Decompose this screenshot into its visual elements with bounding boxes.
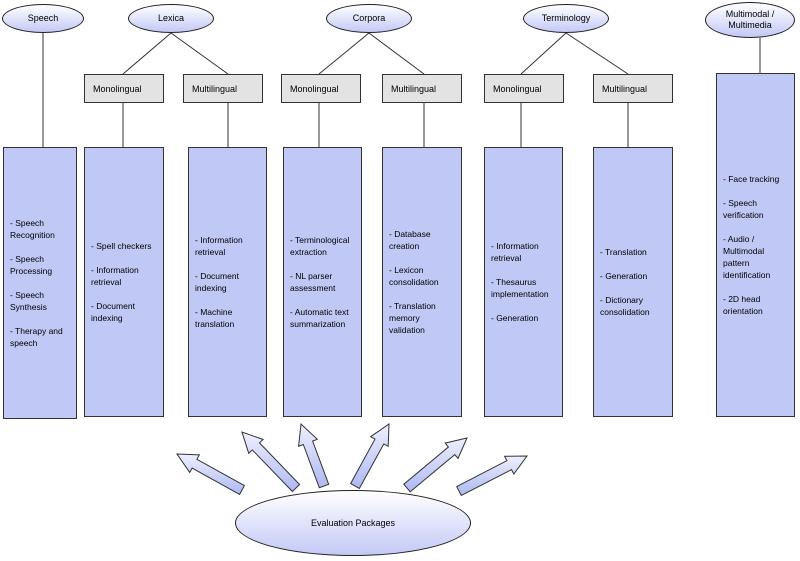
subhead-corpora-multilingual-label: Multilingual xyxy=(391,83,437,94)
arrow-shape xyxy=(456,455,528,497)
category-speech-label: Speech xyxy=(27,13,59,23)
panel-speech-list: - Speech Recognition - Speech Processing… xyxy=(10,217,70,349)
subhead-corpora-multilingual: Multilingual xyxy=(382,74,462,103)
category-corpora: Corpora xyxy=(326,4,412,33)
list-item: - Spell checkers xyxy=(91,241,152,251)
list-item: - Lexicon consolidation xyxy=(389,265,439,287)
subhead-lexica-monolingual-label: Monolingual xyxy=(93,83,142,94)
evaluation-packages-label: Evaluation Packages xyxy=(310,518,396,528)
list-item: - Information retrieval xyxy=(491,241,539,263)
terminology-branch-left xyxy=(520,32,567,75)
lexica-branch-right xyxy=(170,32,229,75)
list-item: - Automatic text summarization xyxy=(290,307,349,329)
list-item: - Face tracking xyxy=(723,174,780,184)
subhead-terminology-multilingual: Multilingual xyxy=(593,74,673,103)
category-multimodal-label: Multimodal / Multimedia xyxy=(725,9,775,30)
panel-corpora-monolingual-list: - Terminological extraction - NL parser … xyxy=(290,234,355,330)
category-lexica: Lexica xyxy=(128,4,214,33)
arrow-shape xyxy=(403,437,468,493)
list-item: - Database creation xyxy=(389,229,431,251)
category-corpora-label: Corpora xyxy=(352,13,386,23)
panel-lexica-multilingual: - Information retrieval - Document index… xyxy=(188,147,267,417)
panel-terminology-monolingual-list: - Information retrieval - Thesaurus impl… xyxy=(491,240,556,324)
arrow-shape xyxy=(349,423,390,490)
list-item: - Speech verification xyxy=(723,198,764,220)
list-item: - Audio / Multimodal pattern identificat… xyxy=(723,234,771,280)
list-item: - Generation xyxy=(600,271,648,281)
arrow-shape xyxy=(298,422,330,489)
subhead-lexica-multilingual: Multilingual xyxy=(183,74,263,103)
evaluation-packages: Evaluation Packages xyxy=(235,490,471,556)
panel-multimodal: - Face tracking - Speech verification - … xyxy=(716,73,795,417)
panel-corpora-monolingual: - Terminological extraction - NL parser … xyxy=(283,147,362,417)
corpora-branch-right xyxy=(368,32,425,75)
terminology-branch-right xyxy=(565,32,629,75)
panel-lexica-monolingual: - Spell checkers - Information retrieval… xyxy=(84,147,164,417)
subhead-lexica-monolingual: Monolingual xyxy=(84,74,164,103)
list-item: - Information retrieval xyxy=(195,235,243,257)
list-item: - Document indexing xyxy=(91,301,135,323)
list-item: - Terminological extraction xyxy=(290,235,350,257)
panel-lexica-multilingual-list: - Information retrieval - Document index… xyxy=(195,234,260,330)
panel-multimodal-list: - Face tracking - Speech verification - … xyxy=(723,173,788,317)
list-item: - Speech Synthesis xyxy=(10,290,47,312)
panel-terminology-multilingual-list: - Translation - Generation - Dictionary … xyxy=(600,246,666,318)
list-item: - Dictionary consolidation xyxy=(600,295,650,317)
corpora-branch-left xyxy=(318,32,370,75)
list-item: - Thesaurus implementation xyxy=(491,277,549,299)
panel-corpora-multilingual-list: - Database creation - Lexicon consolidat… xyxy=(389,228,455,336)
panel-corpora-multilingual: - Database creation - Lexicon consolidat… xyxy=(382,147,462,417)
arrow-shape xyxy=(241,431,301,493)
subhead-terminology-monolingual-label: Monolingual xyxy=(493,83,542,94)
lexica-branch-left xyxy=(122,32,172,75)
panel-terminology-monolingual: - Information retrieval - Thesaurus impl… xyxy=(484,147,563,417)
subhead-terminology-multilingual-label: Multilingual xyxy=(602,83,648,94)
subhead-lexica-multilingual-label: Multilingual xyxy=(192,83,238,94)
category-lexica-label: Lexica xyxy=(157,13,184,23)
arrow-shape xyxy=(176,453,246,496)
category-terminology: Terminology xyxy=(523,4,609,33)
subhead-terminology-monolingual: Monolingual xyxy=(484,74,564,103)
category-speech: Speech xyxy=(2,4,84,33)
subhead-corpora-monolingual: Monolingual xyxy=(281,74,361,103)
category-terminology-label: Terminology xyxy=(541,13,591,23)
list-item: - Machine translation xyxy=(195,307,235,329)
list-item: - NL parser assessment xyxy=(290,271,336,293)
list-item: - Translation memory validation xyxy=(389,301,436,335)
subhead-corpora-monolingual-label: Monolingual xyxy=(290,83,339,94)
list-item: - Speech Recognition xyxy=(10,218,55,240)
list-item: - Translation xyxy=(600,247,647,257)
list-item: - Therapy and speech xyxy=(10,326,63,348)
panel-lexica-monolingual-list: - Spell checkers - Information retrieval… xyxy=(91,240,157,324)
panel-terminology-multilingual: - Translation - Generation - Dictionary … xyxy=(593,147,673,417)
category-multimodal: Multimodal / Multimedia xyxy=(705,2,795,38)
list-item: - 2D head orientation xyxy=(723,294,763,316)
list-item: - Document indexing xyxy=(195,271,239,293)
list-item: - Generation xyxy=(491,313,539,323)
list-item: - Speech Processing xyxy=(10,254,53,276)
panel-speech: - Speech Recognition - Speech Processing… xyxy=(3,147,77,419)
list-item: - Information retrieval xyxy=(91,265,139,287)
